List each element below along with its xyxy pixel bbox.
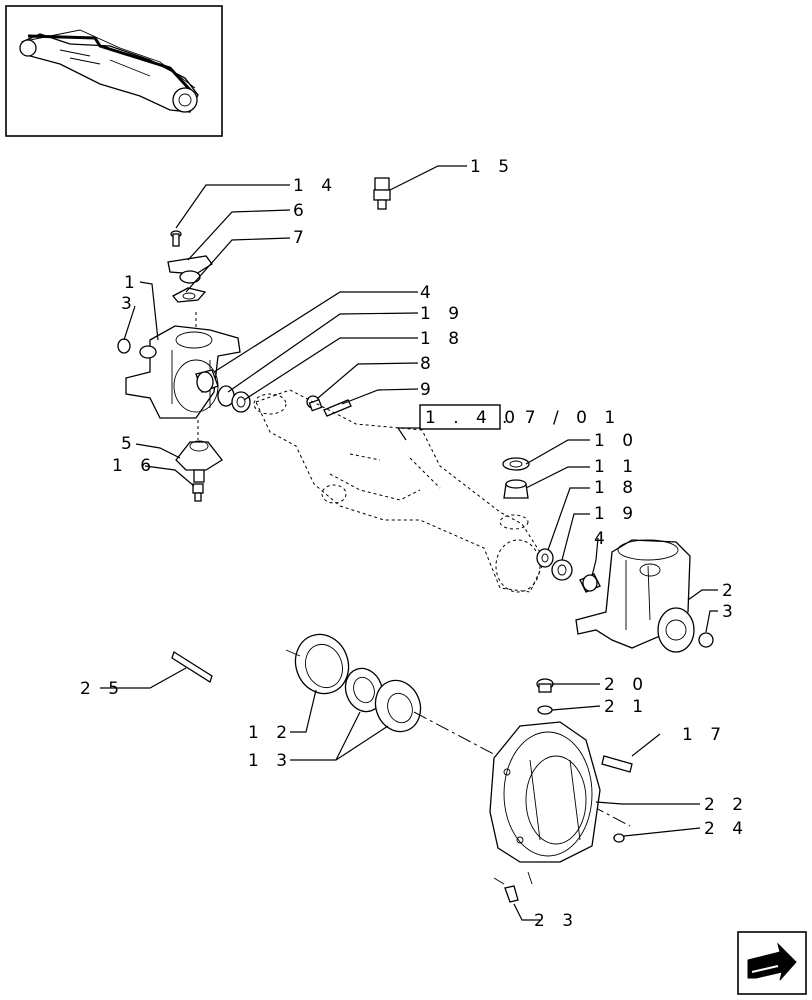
callout-17: 1 7 [682,725,727,745]
callout-13: 1 3 [248,751,293,771]
right-nut-part [698,632,714,648]
callout-4-right: 4 [594,529,611,549]
nut-part [117,338,131,354]
reference-box [419,404,501,430]
callout-22: 2 2 [704,795,749,815]
callout-15: 1 5 [470,157,515,177]
callout-labels: 1 4 1 5 6 7 1 3 4 1 9 1 8 8 9 5 1 6 1 0 … [80,157,749,931]
reference-code[interactable]: 1 . 4 0 [425,408,521,428]
bushing-part [195,369,219,393]
right-steering-knuckle [575,539,695,653]
callout-24: 2 4 [704,819,749,839]
callout-25: 2 5 [80,679,125,699]
callout-3-right: 3 [722,602,739,622]
grease-nipple-part [373,177,391,210]
callout-20: 2 0 [604,675,649,695]
washer-part [537,705,553,715]
callout-19-right: 1 9 [594,504,639,524]
drain-plug-part [613,833,625,843]
reference-suffix: . 7 / 0 1 [502,408,621,428]
bolt-part [306,395,323,412]
right-upper-seal [502,457,530,499]
callout-1: 1 [124,273,141,293]
upper-king-pin-part [167,255,213,303]
taper-roller-bearing [344,667,422,733]
pin-part [323,399,352,417]
axle-assembly-thumbnail[interactable] [5,5,223,137]
callout-11: 1 1 [594,457,639,477]
callout-16: 1 6 [112,456,157,476]
callout-9: 9 [420,380,437,400]
right-bearing-seal [536,548,573,581]
callout-3-left: 3 [121,294,138,314]
right-bushing-part [579,573,601,593]
dowel-pin-part [504,885,519,903]
callout-8: 8 [420,354,437,374]
callout-18-right: 1 8 [594,478,639,498]
callout-7: 7 [293,228,310,248]
callout-23: 2 3 [534,911,579,931]
wheel-stud-part [601,755,633,773]
callout-5: 5 [121,434,138,454]
axle-housing-outline [253,389,546,593]
lower-king-pin-part [175,440,223,483]
stud-part [171,651,213,683]
wheel-hub-part [489,721,601,863]
left-steering-knuckle [125,325,241,419]
next-page-arrow-icon[interactable] [737,931,807,995]
leader-lines [100,165,718,921]
seal-ring-part [294,633,350,695]
callout-2: 2 [722,581,739,601]
callout-21: 2 1 [604,697,649,717]
callout-12: 1 2 [248,723,293,743]
grease-fitting-part [192,483,204,502]
callout-19-left: 1 9 [420,304,465,324]
callout-18-left: 1 8 [420,329,465,349]
screw-part [170,230,182,247]
callout-10: 1 0 [594,431,639,451]
plug-part [536,678,554,693]
callout-14: 1 4 [293,176,338,196]
callout-4-left: 4 [420,283,437,303]
callout-6: 6 [293,201,310,221]
